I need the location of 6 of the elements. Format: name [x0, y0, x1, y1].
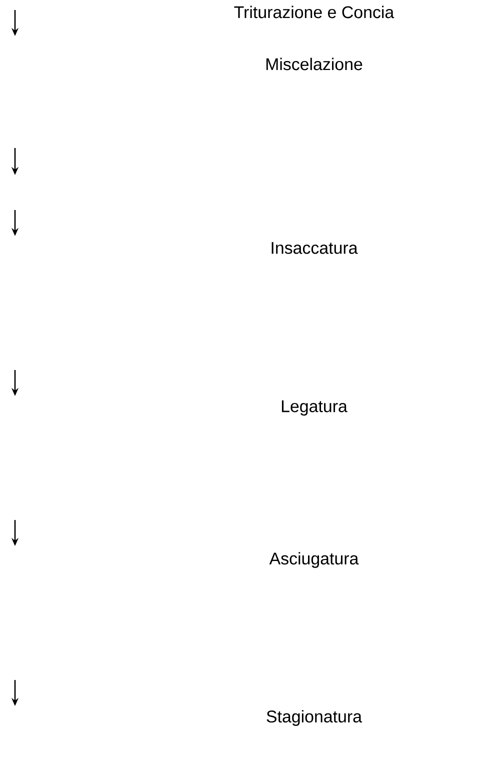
step-label: Legatura: [282, 400, 348, 416]
step-label: Miscelazione: [266, 58, 362, 70]
step-label: Triturazione e Concia: [234, 6, 394, 18]
step-label: Insaccatura: [272, 242, 358, 254]
step-label: Asciugatura: [269, 552, 359, 568]
step-label: Stagionatura: [266, 710, 362, 726]
